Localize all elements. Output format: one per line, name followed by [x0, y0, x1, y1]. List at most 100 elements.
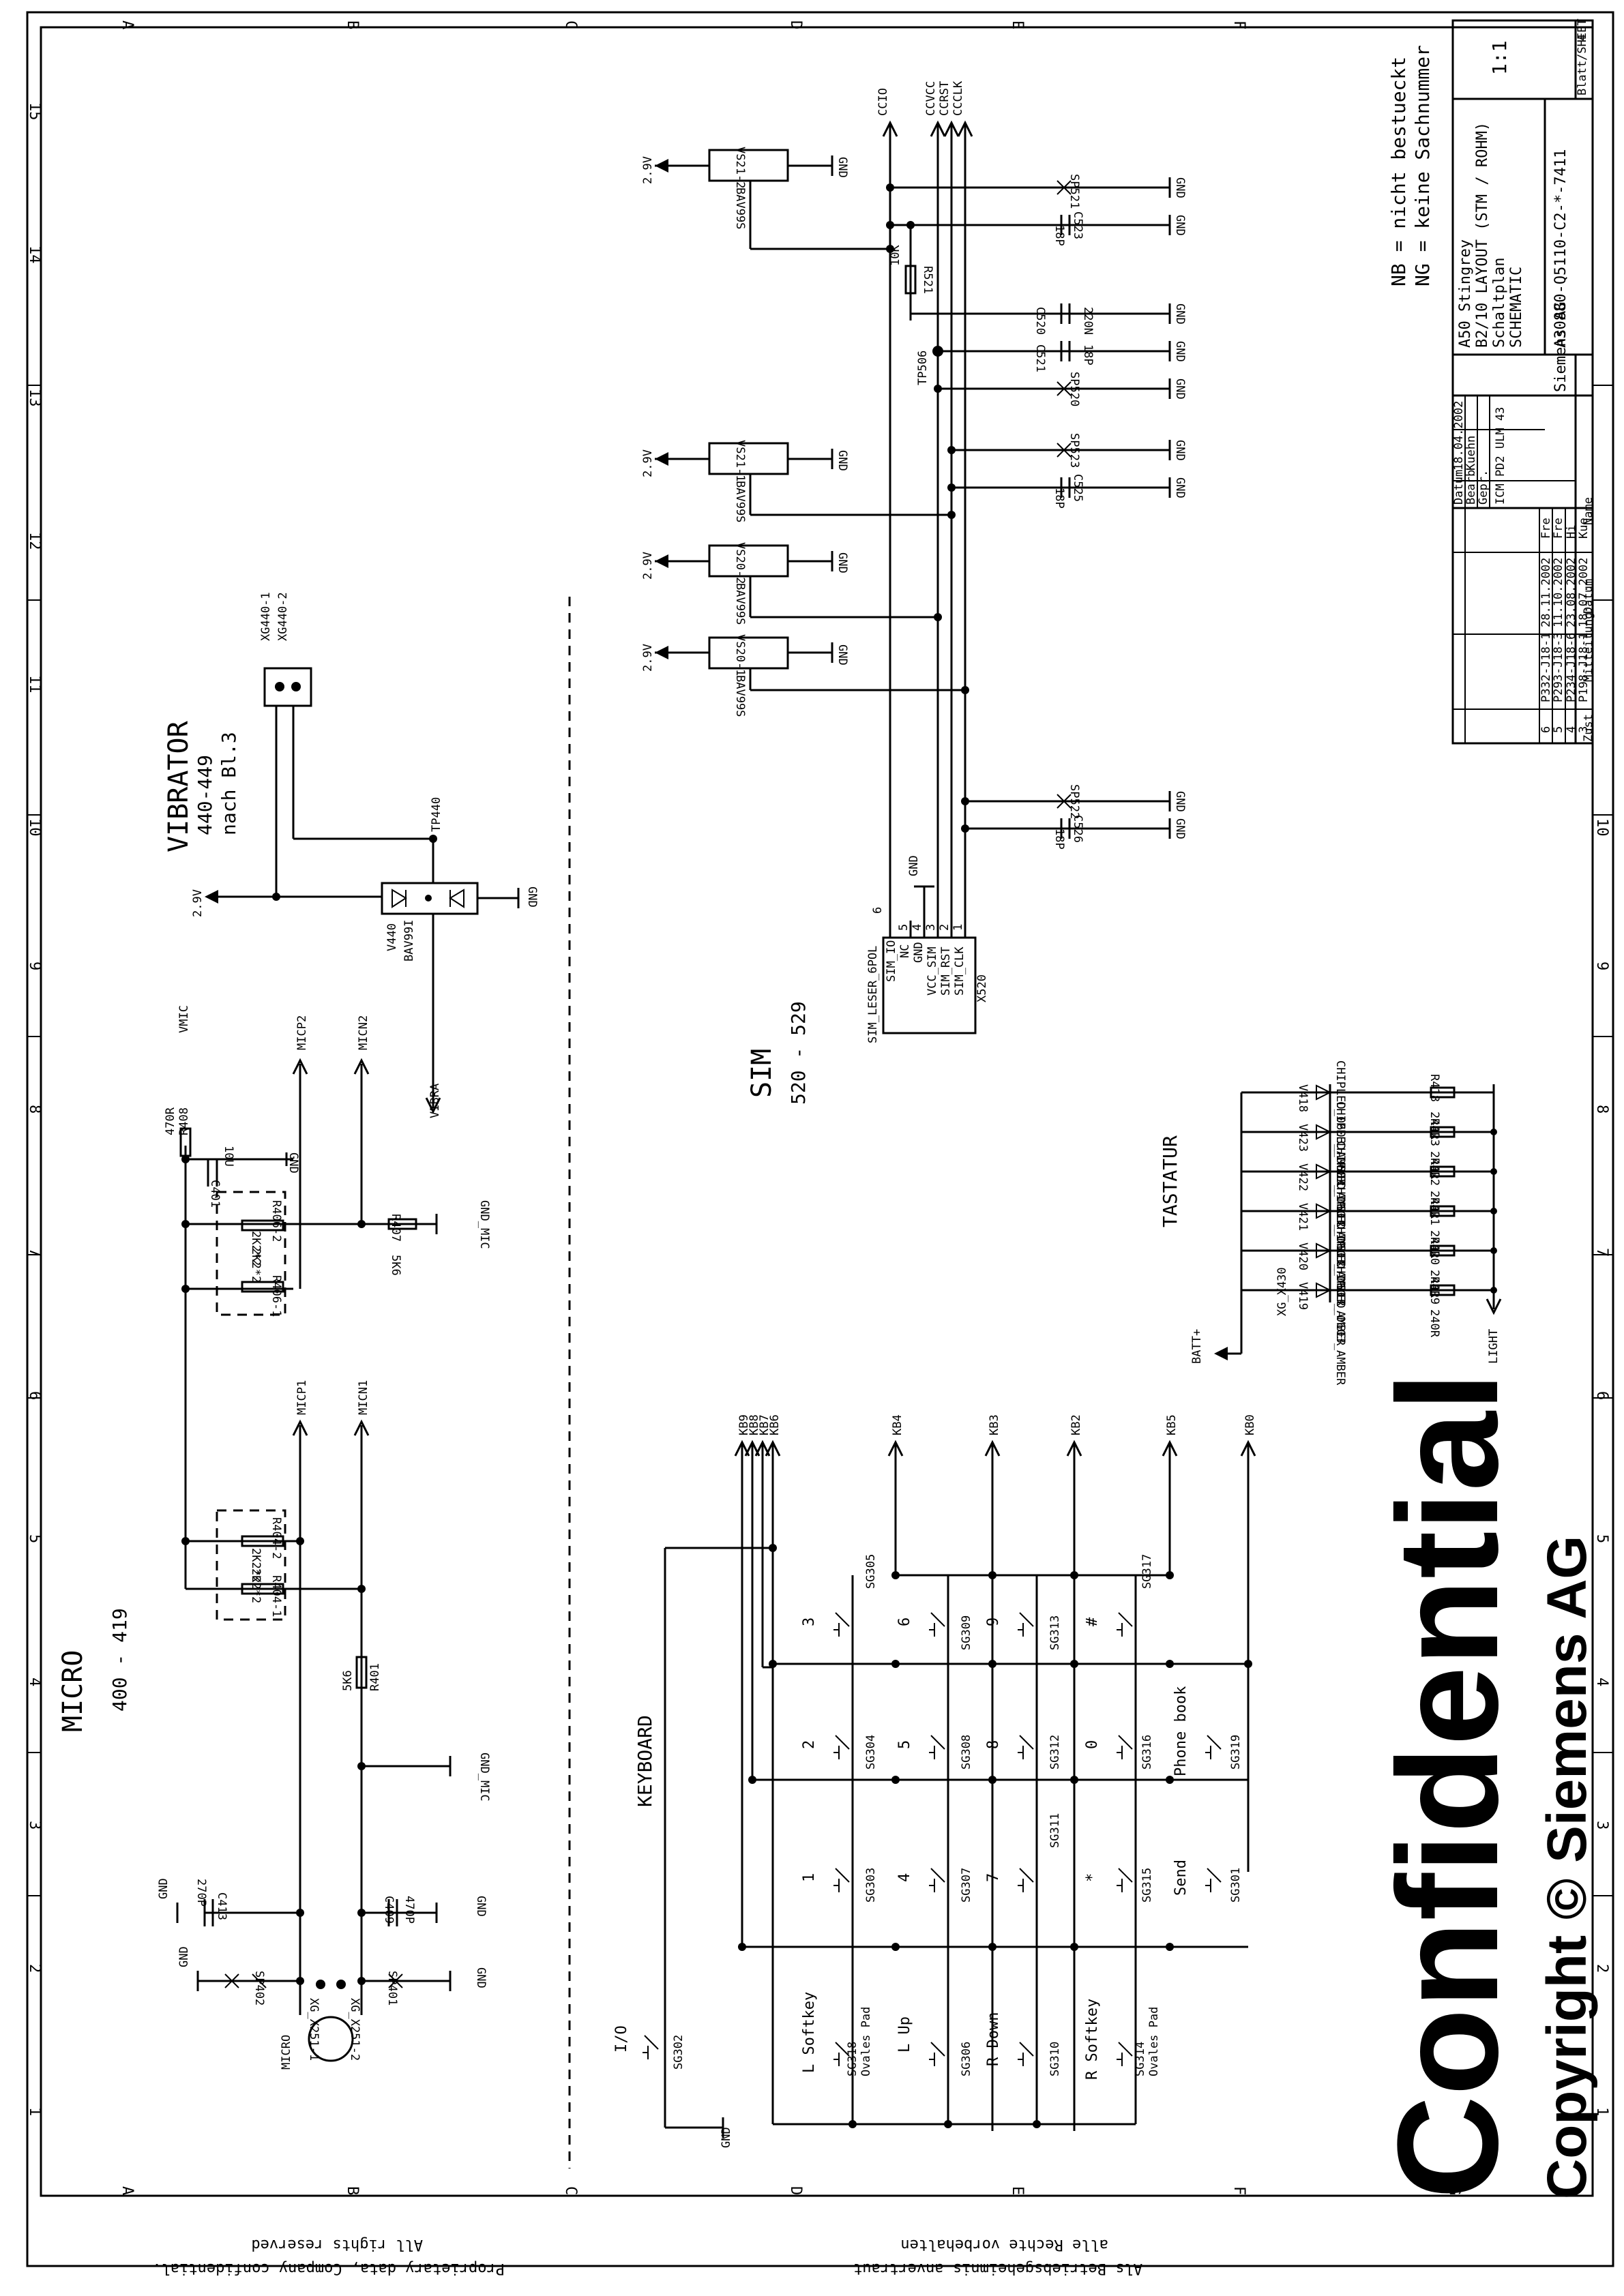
doc-type-de: Schaltplan [1491, 258, 1508, 348]
part-value: BAV99S [733, 481, 747, 522]
connector-pin: VCC_SIM [926, 946, 939, 996]
net-label: KB2 [1069, 1414, 1083, 1435]
connector-name: SIM_LESER_6POL [866, 946, 880, 1043]
footer-left-2: All rights reserved [251, 2236, 423, 2253]
sim-labels: CCIO CCVCC CCRST CCCLK 2.9V 2.9V 2.9V 2.… [641, 80, 1187, 1043]
row-label: 10 [1593, 818, 1610, 837]
part-value: 18P [1052, 488, 1066, 509]
row-label: 6 [1593, 1391, 1610, 1400]
title-block-text: 1:1 Blatt/SHEET 4 A50 Stingrey B2/10 LAY… [1452, 18, 1595, 742]
col-label: F [1230, 20, 1247, 29]
res-val: 240R [1428, 1112, 1441, 1140]
part-ref: XG_X251-2 [348, 1998, 361, 2061]
project-layout: B2/10 LAYOUT (STM / ROHM) [1474, 122, 1491, 348]
connector-pin: SIM_IO [885, 940, 898, 982]
part-ref: SP521 [1067, 174, 1081, 209]
doc-number: A30880-Q5110-C2-*-7411 [1552, 149, 1569, 348]
col-label: F [1230, 2186, 1247, 2195]
key-ref: SG318 [846, 2042, 859, 2076]
connector-ref: X520 [975, 974, 989, 1002]
rev-date: 23.08.2002 [1565, 558, 1578, 627]
part-value: 470P [402, 1896, 416, 1924]
net-label: 2.9V [641, 644, 655, 672]
led-type: CHIPLED_0603_AMBER [1333, 1259, 1347, 1386]
part-value: 220N [1081, 307, 1095, 335]
res-ref: R421 [1428, 1197, 1441, 1225]
sheet-label: Blatt/SHEET [1576, 18, 1589, 95]
res-ref: R420 [1428, 1237, 1441, 1265]
part-ref: R406-1 [269, 1275, 283, 1317]
net-label: CCIO [876, 88, 890, 116]
micro-circuit [176, 1058, 452, 2062]
datum-label: Datum [1452, 470, 1466, 505]
net-label: GND [474, 1967, 488, 1988]
column-letters-bottom: A B C D E F G [119, 2186, 1462, 2195]
rev-zust: 4 [1565, 726, 1578, 733]
part-ref: C523 [1071, 211, 1084, 239]
connector-pin-number: 3 [924, 924, 938, 931]
part-value: 10K [889, 245, 902, 266]
net-label: GND [1173, 818, 1187, 839]
section-titles: MICRO 400 - 419 VIBRATOR 440-449 nach Bl… [57, 720, 1181, 1807]
res-val: 240R [1428, 1191, 1441, 1219]
part-ref: R406-2 [269, 1200, 283, 1242]
row-label: 13 [26, 389, 43, 407]
rev-name: Fre [1552, 518, 1565, 539]
row-label: 10 [26, 818, 43, 837]
led-type: CHIPLED_0603_AMBER [1333, 1180, 1347, 1307]
row-numbers-left: 1 2 3 4 5 6 7 8 9 10 11 12 13 14 15 [26, 102, 43, 2116]
tastatur-circuit [1214, 1084, 1502, 1360]
row-label: 4 [26, 1678, 43, 1686]
key-ref: SG316 [1140, 1735, 1154, 1770]
connector-pin-number: 6 [871, 907, 885, 914]
res-val: 240R [1428, 1151, 1441, 1180]
connector-pin: GND [912, 942, 926, 963]
net-label: MICP1 [295, 1380, 309, 1415]
part-value: 2K2*2 [249, 1568, 263, 1603]
net-label: GND [1173, 791, 1187, 812]
footer-right-2: alle Rechte vorbehalten [900, 2236, 1108, 2253]
connector-pin: SIM_RST [939, 946, 953, 996]
sim-range: 520 - 529 [787, 1001, 810, 1105]
net-label: KB7 [758, 1414, 771, 1435]
led-type: CHIPLED_0603_AMBER [1333, 1141, 1347, 1267]
led-ref: V421 [1296, 1203, 1310, 1231]
key-label: I/O [613, 2025, 630, 2053]
key-label: 7 [985, 1873, 1002, 1882]
part-value: BAV99S [733, 675, 747, 717]
part-ref: SP402 [252, 1971, 266, 2006]
row-label: 5 [26, 1534, 43, 1543]
net-label: GND [1173, 341, 1187, 362]
row-label: 2 [26, 1964, 43, 1973]
key-label: R Softkey [1084, 1999, 1101, 2080]
key-label: 4 [896, 1873, 913, 1882]
tastatur-title: TASTATUR [1159, 1135, 1181, 1227]
bearb: Kuehn [1464, 436, 1478, 471]
key-ref: SG312 [1048, 1735, 1062, 1770]
net-label: KB8 [748, 1414, 761, 1435]
net-label: MICRO [280, 2035, 293, 2070]
led-ref: V420 [1296, 1242, 1310, 1270]
col-label: E [1009, 2186, 1026, 2195]
res-ref: R423 [1428, 1118, 1441, 1146]
rev-header-msg: Mitteilung [1582, 612, 1595, 682]
keyboard-title: KEYBOARD [634, 1715, 656, 1807]
part-ref: SP523 [1067, 433, 1081, 468]
net-label: KB5 [1165, 1414, 1179, 1435]
part-ref: R521 [921, 266, 934, 294]
net-label: LIGHT [1487, 1329, 1501, 1364]
part-ref: SP520 [1067, 372, 1081, 406]
rev-date: 11.10.2002 [1552, 558, 1565, 627]
net-label: BATT+ [1190, 1329, 1204, 1364]
part-ref: SP522 [1067, 784, 1081, 819]
keyboard-keys: 3 SG305 6 SG309 9 SG313 # SG317 2 SG304 … [613, 1554, 1243, 2080]
connector-pin-number: 1 [951, 924, 965, 931]
footer-right-1: Als Betriebsgeheimnis anvertraut [853, 2260, 1142, 2277]
part-value: 18P [1052, 225, 1066, 246]
net-label: GND [836, 552, 849, 573]
col-label: A [119, 2186, 136, 2195]
note-nb: NB = nicht bestueckt [1387, 57, 1410, 286]
project-name: A50 Stingrey [1457, 239, 1474, 348]
col-label: D [787, 20, 804, 29]
row-label: 2 [1593, 1964, 1610, 1973]
